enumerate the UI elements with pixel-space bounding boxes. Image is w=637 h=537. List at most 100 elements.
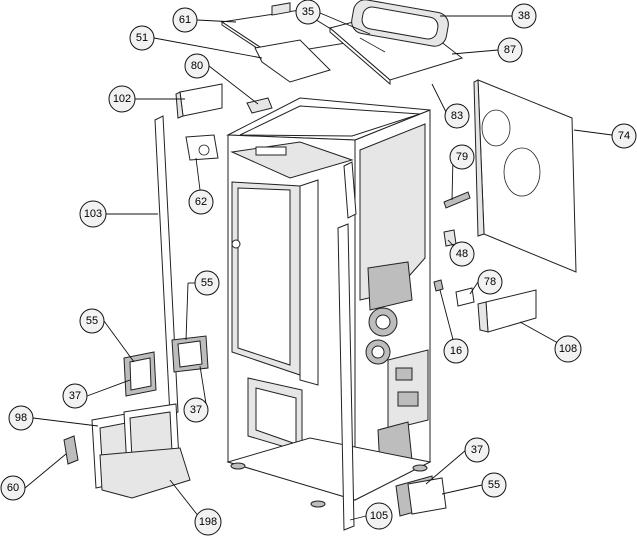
part-87-slot — [359, 37, 386, 53]
callout-37-bottom-label: 37 — [471, 444, 483, 456]
callout-74-label: 74 — [618, 130, 630, 142]
callout-79-label: 79 — [456, 151, 468, 163]
cabinet-foot-1 — [230, 462, 246, 470]
callout-103-label: 103 — [84, 208, 102, 220]
callout-37-left-circle — [62, 383, 88, 409]
callout-55-bottom: 55 — [481, 472, 507, 498]
cabinet-hopper — [359, 123, 426, 301]
callout-78-circle — [477, 269, 503, 295]
callout-87-label: 87 — [504, 44, 516, 56]
callout-51-circle — [129, 25, 155, 51]
part-55-gasket-mid — [177, 340, 203, 368]
part-16 — [433, 279, 444, 292]
part-80-bracket — [246, 97, 273, 114]
callout-80: 80 — [184, 53, 210, 79]
part-105-rail — [337, 223, 355, 531]
callout-62: 62 — [188, 189, 214, 215]
cabinet-upper-opening-inner — [237, 187, 291, 366]
callout-83-circle — [444, 103, 470, 129]
cabinet-board-relay — [397, 391, 419, 407]
cabinet-board-chip — [395, 367, 413, 381]
callout-51: 51 — [129, 25, 155, 51]
callout-37-mid-circle — [183, 397, 209, 423]
callout-78-label: 78 — [484, 276, 496, 288]
part-51-plate — [254, 39, 331, 83]
callout-55-mid: 55 — [194, 270, 220, 296]
callout-105-circle — [365, 502, 393, 530]
callout-79: 79 — [449, 144, 475, 170]
callout-78: 78 — [477, 269, 503, 295]
callout-105-label: 105 — [370, 510, 388, 522]
callout-55-left-circle — [79, 308, 105, 334]
callout-37-mid: 37 — [183, 397, 209, 423]
callout-87: 87 — [497, 37, 523, 63]
callout-102: 102 — [108, 85, 136, 113]
cabinet-control-board — [387, 349, 429, 431]
callout-51-label: 51 — [136, 32, 148, 44]
part-38-lid-opening — [361, 6, 439, 40]
callout-62-label: 62 — [195, 196, 207, 208]
part-79-bracket — [443, 191, 471, 209]
part-74-hole-large — [503, 147, 541, 197]
callout-55-mid-label: 55 — [201, 277, 213, 289]
callout-102-circle — [108, 85, 136, 113]
callout-108-label: 108 — [559, 343, 577, 355]
callout-74: 74 — [611, 123, 637, 149]
callout-55-mid-circle — [194, 270, 220, 296]
callout-38-label: 38 — [518, 10, 530, 22]
part-78-plate — [455, 287, 475, 307]
callout-37-bottom-circle — [464, 437, 490, 463]
callout-55-left: 55 — [79, 308, 105, 334]
callout-98-circle — [8, 405, 34, 431]
part-102-bracket — [179, 83, 223, 117]
part-102-bracket-side — [175, 91, 184, 119]
cabinet-base — [226, 437, 432, 501]
cabinet-foot-2 — [310, 500, 326, 508]
part-87-top-panel-edge — [329, 26, 391, 86]
callout-198: 198 — [194, 508, 222, 536]
callout-62-circle — [188, 189, 214, 215]
callout-35-circle — [295, 0, 321, 25]
cabinet-top-inner — [239, 105, 421, 137]
callout-83: 83 — [444, 103, 470, 129]
callout-87-circle — [497, 37, 523, 63]
callout-108: 108 — [554, 335, 582, 363]
callout-83-label: 83 — [451, 110, 463, 122]
callout-48-circle — [449, 241, 475, 267]
callout-55-left-label: 55 — [86, 315, 98, 327]
callout-61-circle — [172, 7, 198, 33]
part-48-clip — [443, 229, 457, 247]
callout-55-bottom-label: 55 — [488, 479, 500, 491]
cabinet-top-deck-slot — [255, 146, 287, 156]
callout-37-left: 37 — [62, 383, 88, 409]
callout-48-label: 48 — [456, 248, 468, 260]
part-60-latch — [63, 435, 79, 465]
callout-80-circle — [184, 53, 210, 79]
front-right-rail — [343, 161, 357, 219]
callout-60-label: 60 — [7, 482, 19, 494]
cabinet-foot-3 — [412, 464, 428, 472]
callout-60-circle — [0, 475, 26, 501]
part-62-hole — [198, 144, 210, 156]
cabinet-auger — [367, 261, 413, 311]
callout-79-circle — [449, 144, 475, 170]
callout-98-label: 98 — [15, 412, 27, 424]
callout-108-circle — [554, 335, 582, 363]
callout-103: 103 — [79, 200, 107, 228]
callout-198-label: 198 — [199, 516, 217, 528]
part-98-box — [99, 447, 191, 499]
callout-74-circle — [611, 123, 637, 149]
callout-37-bottom: 37 — [464, 437, 490, 463]
cabinet-fan-lower-hub — [371, 345, 385, 359]
callout-198-circle — [194, 508, 222, 536]
cabinet-knob — [231, 239, 241, 249]
callout-16-circle — [443, 338, 469, 364]
callout-55-bottom-circle — [481, 472, 507, 498]
callout-98: 98 — [8, 405, 34, 431]
callout-60: 60 — [0, 475, 26, 501]
part-55-gasket-left — [129, 357, 152, 391]
callout-61-label: 61 — [179, 14, 191, 26]
callout-102-label: 102 — [113, 93, 131, 105]
callout-61: 61 — [172, 7, 198, 33]
